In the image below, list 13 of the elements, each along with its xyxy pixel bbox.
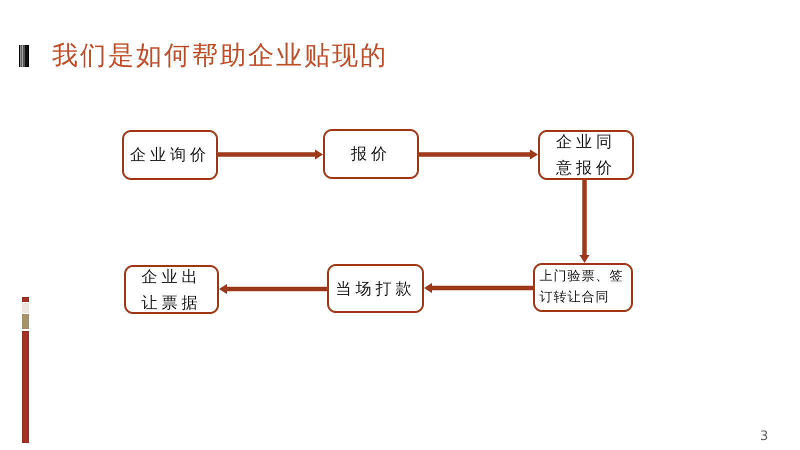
- process-box: 企业询价: [122, 130, 218, 180]
- arrow: [419, 150, 538, 160]
- page-number: 3: [760, 429, 768, 444]
- arrow: [424, 283, 533, 293]
- process-box: 上门验票、签订转让合同: [533, 263, 633, 312]
- process-box: 企业出让票据: [124, 265, 219, 314]
- process-box: 企业同意报价: [538, 130, 634, 180]
- arrow: [218, 150, 323, 160]
- arrow: [580, 180, 590, 263]
- title: 我们是如何帮助企业贴现的: [52, 40, 388, 73]
- process-box: 报价: [323, 129, 419, 179]
- process-box: 当场打款: [327, 264, 424, 313]
- arrow: [219, 284, 327, 294]
